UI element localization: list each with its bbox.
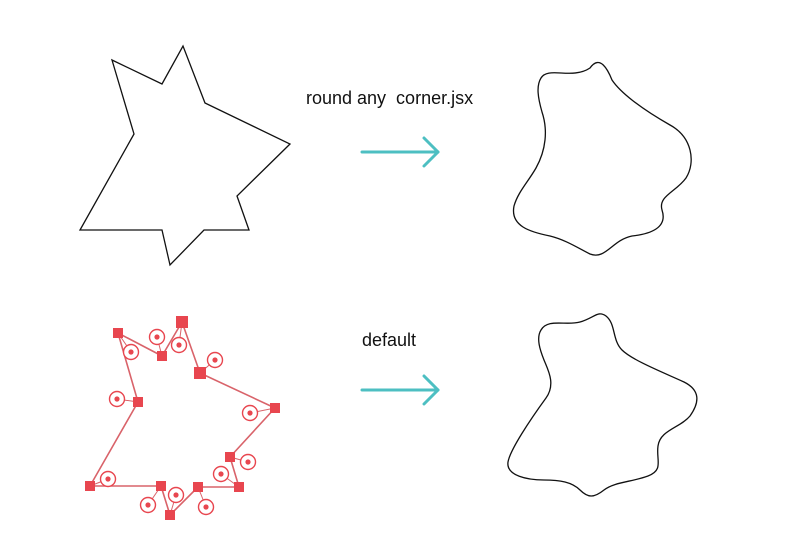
arrow-bottom xyxy=(360,374,440,406)
direction-handle[interactable] xyxy=(139,496,157,514)
anchor-point[interactable] xyxy=(176,316,188,328)
anchor-point[interactable] xyxy=(113,328,123,338)
original-polygon-top xyxy=(78,44,292,267)
rounded-shape-top xyxy=(512,61,692,256)
direction-handle[interactable] xyxy=(197,498,215,516)
rounded-shape-bottom xyxy=(507,313,698,497)
anchor-point[interactable] xyxy=(193,482,203,492)
label-bottom: default xyxy=(362,330,416,350)
anchor-points xyxy=(85,316,280,520)
anchor-point[interactable] xyxy=(270,403,280,413)
direction-handle[interactable] xyxy=(212,465,230,483)
direction-handle[interactable] xyxy=(167,486,185,504)
direction-handle[interactable] xyxy=(206,351,224,369)
label-top: round any corner.jsx xyxy=(306,88,473,108)
direction-handle[interactable] xyxy=(241,404,259,422)
editable-polygon xyxy=(85,316,280,520)
anchor-point[interactable] xyxy=(85,481,95,491)
arrow-top xyxy=(360,136,440,168)
direction-handle[interactable] xyxy=(148,328,166,346)
direction-handle[interactable] xyxy=(99,470,117,488)
direction-handles xyxy=(99,328,259,516)
anchor-point[interactable] xyxy=(165,510,175,520)
anchor-point[interactable] xyxy=(225,452,235,462)
anchor-point[interactable] xyxy=(156,481,166,491)
direction-handle[interactable] xyxy=(108,390,126,408)
direction-handle[interactable] xyxy=(239,453,257,471)
direction-handle[interactable] xyxy=(122,343,140,361)
anchor-point[interactable] xyxy=(194,367,206,379)
anchor-point[interactable] xyxy=(234,482,244,492)
anchor-point[interactable] xyxy=(133,397,143,407)
direction-handle[interactable] xyxy=(170,336,188,354)
anchor-point[interactable] xyxy=(157,351,167,361)
